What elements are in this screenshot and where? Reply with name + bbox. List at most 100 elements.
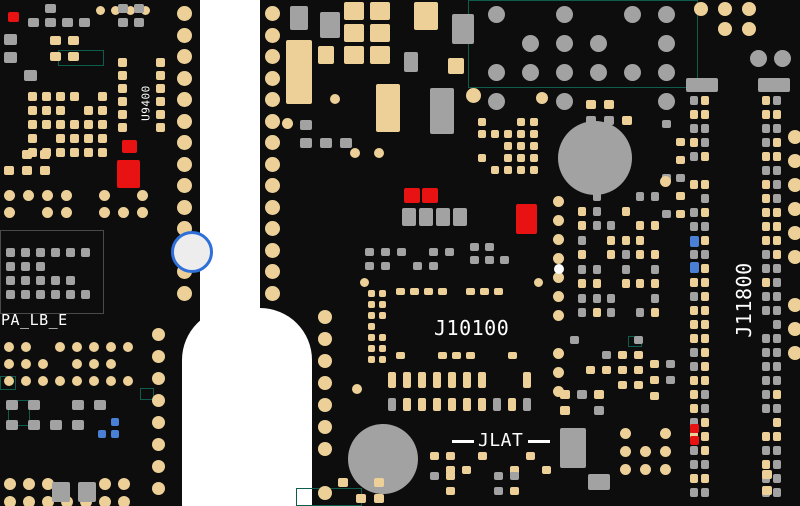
solder-pad bbox=[6, 400, 18, 410]
solder-pad bbox=[690, 474, 698, 483]
solder-pad bbox=[388, 372, 396, 388]
solder-pad bbox=[522, 64, 539, 81]
solder-pad bbox=[556, 35, 573, 52]
solder-pad bbox=[577, 390, 587, 399]
solder-pad bbox=[701, 376, 709, 385]
solder-pad bbox=[701, 292, 709, 301]
solder-pad bbox=[318, 354, 332, 368]
solder-pad bbox=[553, 272, 564, 283]
solder-pad bbox=[602, 366, 611, 374]
solder-pad bbox=[397, 248, 406, 256]
solder-pad bbox=[762, 166, 770, 175]
solder-pad bbox=[50, 52, 61, 61]
solder-pad bbox=[690, 390, 698, 399]
solder-pad bbox=[152, 350, 165, 363]
solder-pad bbox=[118, 58, 127, 67]
solder-pad bbox=[118, 97, 127, 106]
solder-pad bbox=[6, 248, 15, 257]
solder-pad bbox=[414, 2, 438, 30]
solder-pad bbox=[621, 206, 630, 216]
solder-pad bbox=[28, 148, 37, 157]
solder-pad bbox=[265, 264, 280, 279]
solder-pad bbox=[370, 24, 390, 42]
solder-pad bbox=[265, 221, 280, 236]
solder-pad bbox=[701, 194, 709, 203]
solder-pad bbox=[556, 93, 573, 110]
solder-pad bbox=[690, 436, 699, 445]
solder-pad bbox=[773, 96, 781, 105]
solder-pad bbox=[396, 288, 405, 295]
solder-pad bbox=[81, 290, 90, 299]
solder-pad bbox=[607, 293, 615, 303]
solder-pad bbox=[788, 346, 800, 360]
solder-pad bbox=[403, 372, 411, 388]
solder-pad bbox=[534, 278, 543, 287]
solder-pad bbox=[762, 404, 770, 413]
solder-pad bbox=[676, 210, 685, 218]
solder-pad bbox=[526, 452, 535, 460]
solder-pad bbox=[111, 6, 120, 15]
solder-pad bbox=[177, 285, 192, 301]
solder-pad bbox=[592, 293, 601, 303]
solder-pad bbox=[500, 256, 509, 264]
solder-pad bbox=[45, 18, 56, 27]
solder-pad bbox=[636, 279, 644, 288]
solder-pad bbox=[403, 398, 411, 411]
solder-pad bbox=[370, 2, 390, 20]
label-leader-line bbox=[452, 440, 474, 443]
solder-pad bbox=[466, 288, 475, 295]
solder-pad bbox=[438, 288, 447, 295]
solder-pad bbox=[436, 208, 450, 226]
solder-pad bbox=[773, 180, 781, 189]
solder-pad bbox=[701, 306, 709, 315]
solder-pad bbox=[98, 148, 107, 157]
solder-pad bbox=[156, 71, 165, 80]
solder-pad bbox=[156, 58, 165, 67]
solder-pad bbox=[152, 372, 165, 385]
solder-pad bbox=[365, 248, 374, 256]
solder-pad bbox=[556, 64, 573, 81]
solder-pad bbox=[762, 470, 772, 479]
solder-pad bbox=[516, 204, 537, 234]
solder-pad bbox=[553, 215, 564, 226]
solder-pad bbox=[152, 394, 165, 407]
board-cutout bbox=[200, 0, 260, 330]
solder-pad bbox=[788, 226, 800, 240]
solder-pad bbox=[466, 352, 475, 359]
solder-pad bbox=[446, 452, 455, 460]
solder-pad bbox=[56, 92, 65, 101]
solder-pad bbox=[462, 466, 471, 474]
solder-pad bbox=[701, 208, 709, 217]
solder-pad bbox=[352, 384, 362, 394]
solder-pad bbox=[762, 376, 770, 385]
solder-pad bbox=[28, 120, 37, 129]
solder-pad bbox=[586, 116, 596, 125]
solder-pad bbox=[379, 334, 386, 341]
solder-pad bbox=[504, 166, 512, 174]
solder-pad bbox=[433, 398, 441, 411]
solder-pad bbox=[374, 478, 384, 487]
solder-pad bbox=[607, 235, 615, 245]
solder-pad bbox=[23, 496, 35, 506]
solder-pad bbox=[177, 199, 192, 215]
solder-pad bbox=[690, 362, 698, 371]
solder-pad bbox=[388, 398, 396, 411]
solder-pad bbox=[488, 6, 505, 23]
solder-pad bbox=[586, 100, 596, 109]
solder-pad bbox=[590, 35, 607, 52]
solder-pad bbox=[4, 376, 14, 386]
solder-pad bbox=[701, 446, 709, 455]
solder-pad bbox=[553, 310, 564, 321]
solder-pad bbox=[330, 94, 340, 104]
solder-pad bbox=[530, 130, 538, 138]
solder-pad bbox=[773, 110, 781, 119]
solder-pad bbox=[4, 34, 17, 45]
solder-pad bbox=[156, 110, 165, 119]
solder-pad bbox=[592, 279, 601, 288]
solder-pad bbox=[445, 248, 454, 256]
solder-pad bbox=[98, 106, 107, 115]
solder-pad bbox=[438, 352, 447, 359]
solder-pad bbox=[620, 464, 631, 475]
solder-pad bbox=[282, 118, 293, 129]
